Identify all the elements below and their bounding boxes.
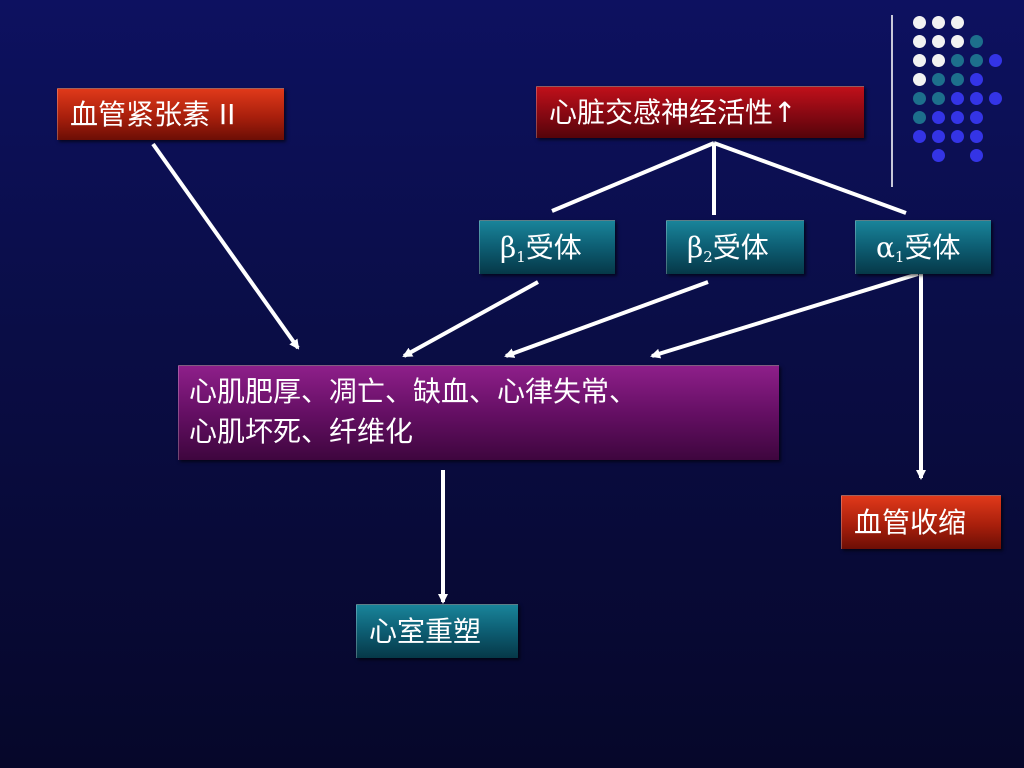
node-alpha1-receptor: α1受体 bbox=[855, 220, 991, 274]
node-angiotensin-ii-label: 血管紧张素 II bbox=[70, 98, 236, 131]
beta1-text: 受体 bbox=[525, 231, 582, 264]
beta2-text: 受体 bbox=[712, 231, 769, 264]
branch-line-beta1 bbox=[551, 141, 715, 213]
decorative-dot bbox=[970, 149, 983, 162]
decorative-dot bbox=[951, 111, 964, 124]
decorative-dot bbox=[989, 92, 1002, 105]
decorative-dot bbox=[932, 149, 945, 162]
node-vasoconstriction: 血管收缩 bbox=[841, 495, 1001, 549]
myocardial-effects-line-1: 心肌肥厚、凋亡、缺血、心律失常、 bbox=[189, 375, 638, 408]
decorative-dot bbox=[951, 54, 964, 67]
myocardial-effects-line-2: 心肌坏死、纤维化 bbox=[189, 415, 414, 448]
arrow-angiotensin-to-effects bbox=[151, 142, 300, 350]
decorative-dot bbox=[913, 130, 926, 143]
decorative-vertical-line bbox=[891, 15, 893, 187]
decorative-dot bbox=[970, 35, 983, 48]
node-myocardial-effects: 心肌肥厚、凋亡、缺血、心律失常、 心肌坏死、纤维化 bbox=[178, 365, 779, 460]
decorative-dot bbox=[970, 130, 983, 143]
decorative-dot bbox=[913, 16, 926, 29]
decorative-dot bbox=[951, 92, 964, 105]
node-vasoconstriction-label: 血管收缩 bbox=[854, 506, 967, 539]
node-beta2-receptor: β2受体 bbox=[666, 220, 804, 274]
decorative-dot bbox=[970, 73, 983, 86]
decorative-dot bbox=[989, 54, 1002, 67]
node-ventricular-remodeling-label: 心室重塑 bbox=[369, 615, 482, 648]
decorative-dot bbox=[970, 111, 983, 124]
decorative-dot bbox=[951, 16, 964, 29]
decorative-dot bbox=[970, 54, 983, 67]
decorative-dot bbox=[913, 111, 926, 124]
arrow-beta2-to-effects bbox=[504, 280, 709, 358]
arrow-alpha1-to-effects bbox=[650, 272, 919, 359]
decorative-dot bbox=[932, 16, 945, 29]
alpha1-subscript: 1 bbox=[894, 248, 905, 266]
decorative-dot bbox=[932, 54, 945, 67]
decorative-dot bbox=[932, 73, 945, 86]
beta1-symbol: β bbox=[500, 231, 517, 264]
decorative-dot bbox=[951, 73, 964, 86]
decorative-dot bbox=[970, 92, 983, 105]
decorative-dot bbox=[932, 92, 945, 105]
alpha1-text: 受体 bbox=[904, 231, 961, 264]
decorative-dot bbox=[951, 130, 964, 143]
decorative-dot bbox=[913, 73, 926, 86]
beta2-subscript: 2 bbox=[703, 248, 713, 266]
node-sympathetic-activity-label: 心脏交感神经活性↑ bbox=[549, 96, 797, 129]
decorative-dot bbox=[951, 35, 964, 48]
branch-line-alpha1 bbox=[713, 141, 907, 215]
alpha1-symbol: α bbox=[876, 231, 895, 264]
beta1-subscript: 1 bbox=[516, 248, 526, 266]
arrow-beta1-to-effects bbox=[402, 280, 539, 358]
node-sympathetic-activity: 心脏交感神经活性↑ bbox=[536, 86, 864, 138]
decorative-dot bbox=[913, 54, 926, 67]
decorative-dot bbox=[932, 130, 945, 143]
decorative-dot bbox=[932, 35, 945, 48]
node-angiotensin-ii: 血管紧张素 II bbox=[57, 88, 284, 140]
beta2-symbol: β bbox=[687, 231, 704, 264]
decorative-dot bbox=[913, 35, 926, 48]
decorative-dot bbox=[932, 111, 945, 124]
node-ventricular-remodeling: 心室重塑 bbox=[356, 604, 518, 658]
node-beta1-receptor: β1受体 bbox=[479, 220, 615, 274]
decorative-dot bbox=[913, 92, 926, 105]
